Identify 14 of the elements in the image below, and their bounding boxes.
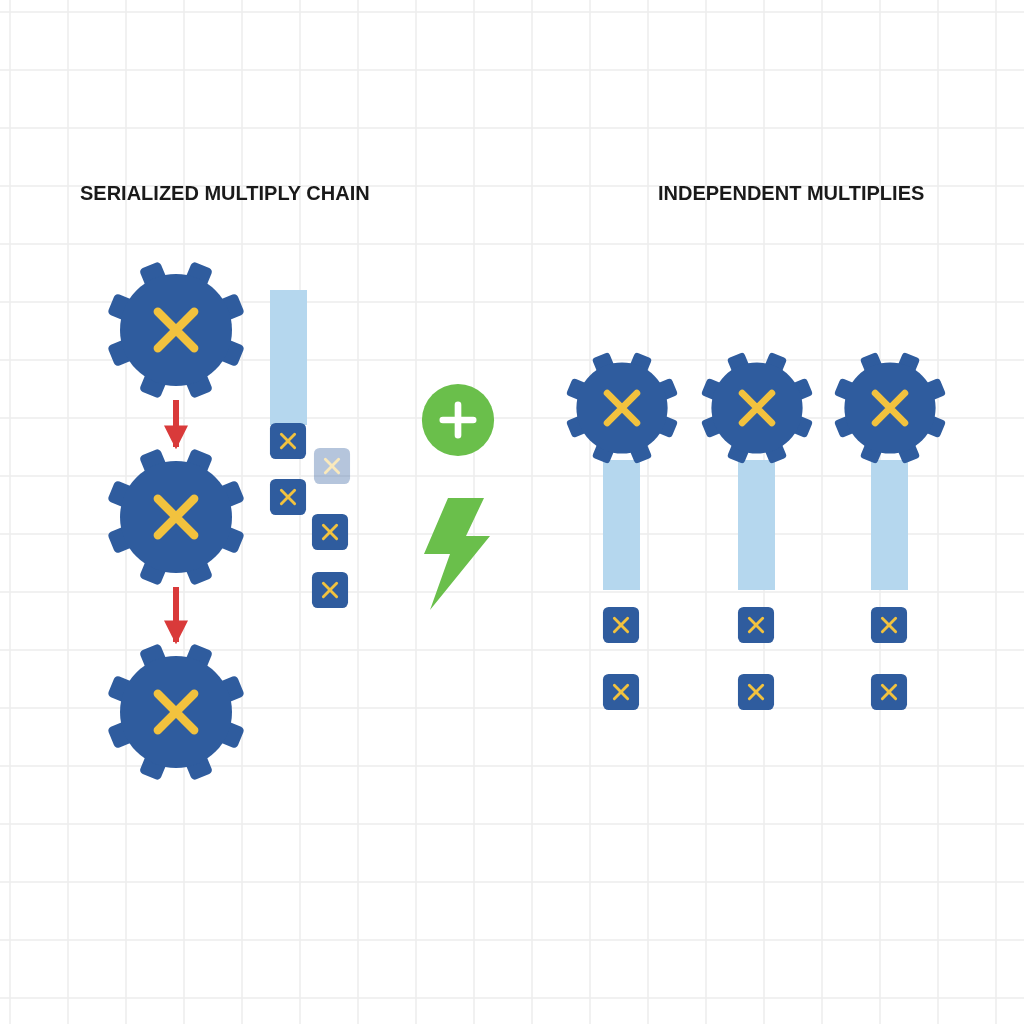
arrow xyxy=(164,587,188,645)
gear-icon xyxy=(833,351,947,465)
section-heading: SERIALIZED MULTIPLY CHAIN xyxy=(80,181,370,206)
arrow xyxy=(164,400,188,450)
bar xyxy=(871,460,908,590)
gear-icon xyxy=(106,260,246,400)
gear-icon xyxy=(106,447,246,587)
gear-icon xyxy=(700,351,814,465)
bar xyxy=(270,290,307,425)
gear-icon xyxy=(565,351,679,465)
gear-icon xyxy=(106,642,246,782)
bar xyxy=(738,460,775,590)
section-heading: INDEPENDENT MULTIPLIES xyxy=(658,181,925,206)
bar xyxy=(603,460,640,590)
